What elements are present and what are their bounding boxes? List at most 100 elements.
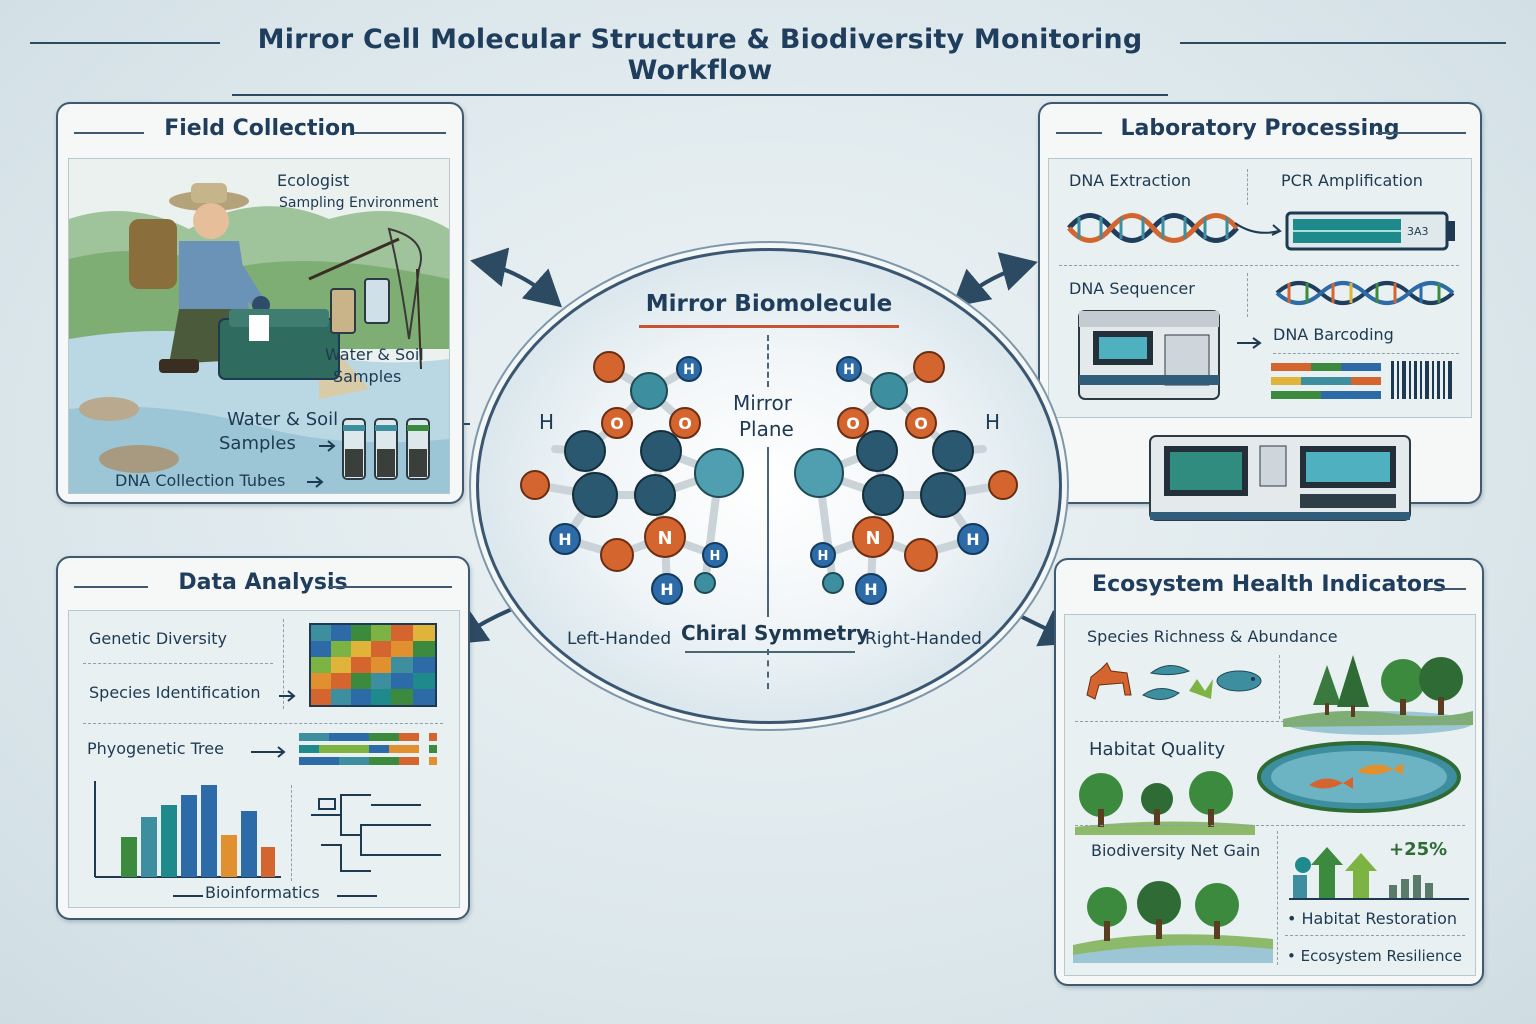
genetic-heatmap-icon — [309, 623, 437, 707]
ecologist-label: Ecologist — [277, 171, 350, 190]
pcr-amplification-label: PCR Amplification — [1281, 171, 1423, 190]
barcode-bars-icon — [1271, 361, 1452, 399]
divider — [1247, 273, 1248, 317]
lab-upper-box: DNA Extraction PCR Amplification 3A3 DNA… — [1048, 158, 1472, 418]
field-collection-panel: Field Collection — [56, 102, 464, 504]
right-handed-label: Right-Handed — [865, 629, 982, 649]
ecosystem-resilience-label: • Ecosystem Resilience — [1287, 947, 1463, 965]
divider — [83, 723, 443, 724]
sample-jars — [330, 278, 390, 334]
field-scene: Ecologist Sampling Environment Water & S… — [68, 158, 450, 494]
mirror-plane-line — [767, 447, 769, 617]
net-gain-chart-icon — [1289, 847, 1469, 900]
arrow-to-tubes — [319, 440, 336, 452]
pcr-gel-icon — [1285, 211, 1455, 251]
samples-label-1: Water & Soil — [227, 409, 339, 430]
trees-icon — [1075, 771, 1255, 835]
species-identification-label: Species Identification — [89, 683, 261, 702]
mirror-biomolecule-title: Mirror Biomolecule — [645, 291, 893, 317]
forest-landscape-icon — [1283, 655, 1473, 735]
title-rule-left — [30, 42, 220, 44]
atom-h: H — [683, 362, 695, 378]
title-rule-right — [1180, 42, 1506, 44]
sample-case — [218, 309, 340, 380]
title-underline — [639, 325, 899, 328]
panel-title-rule — [1056, 132, 1102, 134]
dna-sequencer-label: DNA Sequencer — [1069, 279, 1195, 298]
bioinformatics-label: Bioinformatics — [205, 883, 320, 902]
phylogenetic-tree-icon — [311, 794, 441, 872]
left-handed-molecule: H O O H H N H H — [520, 351, 744, 605]
field-collection-title: Field Collection — [164, 116, 356, 141]
species-richness-label: Species Richness & Abundance — [1087, 627, 1338, 646]
title-bar: Mirror Cell Molecular Structure & Biodiv… — [0, 14, 1536, 96]
ecologist-figure — [129, 183, 270, 373]
divider — [1075, 825, 1465, 826]
panel-title-rule — [354, 132, 446, 134]
divider — [1273, 353, 1459, 354]
dna-tubes-icon — [342, 418, 430, 480]
genetic-diversity-label: Genetic Diversity — [89, 629, 228, 648]
atom-h: H — [864, 580, 877, 599]
atom-h: H — [818, 549, 829, 564]
arrow-phylo — [251, 746, 286, 758]
samples-top-label-1: Water & Soil — [325, 345, 424, 364]
panel-title-rule — [328, 586, 452, 588]
mirror-label-1: Mirror — [733, 391, 792, 415]
habitat-quality-label: Habitat Quality — [1089, 739, 1226, 760]
data-analysis-panel: Data Analysis Genetic Diversity Species … — [56, 556, 470, 920]
net-gain-percent: +25% — [1389, 839, 1448, 860]
eco-box: Species Richness & Abundance Habitat Qua… — [1064, 614, 1476, 976]
mirror-label-2: Plane — [739, 417, 794, 441]
atom-n: N — [657, 528, 672, 549]
atom-n: N — [865, 528, 880, 549]
atom-h-label: H — [985, 410, 1000, 434]
atom-o: O — [846, 414, 860, 433]
samples-label-2: Samples — [219, 433, 296, 454]
sequencer-machine-icon — [1078, 310, 1220, 400]
left-handed-label: Left-Handed — [567, 629, 672, 649]
divider — [1075, 721, 1465, 722]
panel-title-rule — [1426, 588, 1466, 590]
analysis-box: Genetic Diversity Species Identification — [68, 610, 460, 908]
data-analysis-title: Data Analysis — [178, 570, 348, 595]
bar-chart-icon — [94, 781, 281, 878]
arrow-species — [279, 690, 296, 702]
divider — [291, 785, 292, 881]
tubes-label: DNA Collection Tubes — [115, 471, 286, 490]
page-title: Mirror Cell Molecular Structure & Biodiv… — [232, 24, 1168, 96]
divider — [1059, 265, 1459, 266]
right-handed-molecule: H O O H H N H H — [794, 351, 1018, 605]
dna-extraction-label: DNA Extraction — [1069, 171, 1191, 190]
arrow-lab-center — [951, 252, 1038, 308]
divider — [83, 663, 273, 664]
atom-h: H — [843, 362, 855, 378]
animal-icons — [1086, 662, 1262, 700]
samples-top-label-2: Samples — [333, 367, 402, 386]
rule — [173, 895, 203, 897]
divider — [283, 619, 284, 709]
atom-h-label: H — [539, 410, 554, 434]
atom-h: H — [660, 580, 673, 599]
analyzer-machine-icon — [1149, 435, 1411, 521]
chiral-symmetry-label: Chiral Symmetry — [681, 621, 870, 645]
dna-helix-icon — [1067, 213, 1239, 243]
arrow-to-pcr — [1234, 222, 1282, 236]
sampling-label: Sampling Environment — [279, 195, 439, 211]
pcr-tag: 3A3 — [1407, 225, 1429, 238]
atom-h: H — [558, 530, 571, 549]
arrow-field-center — [470, 247, 562, 308]
chiral-underline — [685, 651, 855, 653]
net-icon — [308, 227, 422, 370]
habitat-restoration-label: • Habitat Restoration — [1287, 909, 1458, 928]
panel-title-rule — [1376, 132, 1466, 134]
dna-barcode-helix-icon — [1275, 281, 1455, 305]
laboratory-processing-title: Laboratory Processing — [1120, 116, 1400, 141]
laboratory-processing-panel: Laboratory Processing DNA Extraction PCR… — [1038, 102, 1482, 521]
divider — [1285, 935, 1465, 936]
divider — [1279, 655, 1280, 719]
divider — [1277, 831, 1278, 965]
atom-h: H — [710, 549, 721, 564]
pond-fish-icon — [1257, 741, 1461, 813]
atom-o: O — [610, 414, 624, 433]
